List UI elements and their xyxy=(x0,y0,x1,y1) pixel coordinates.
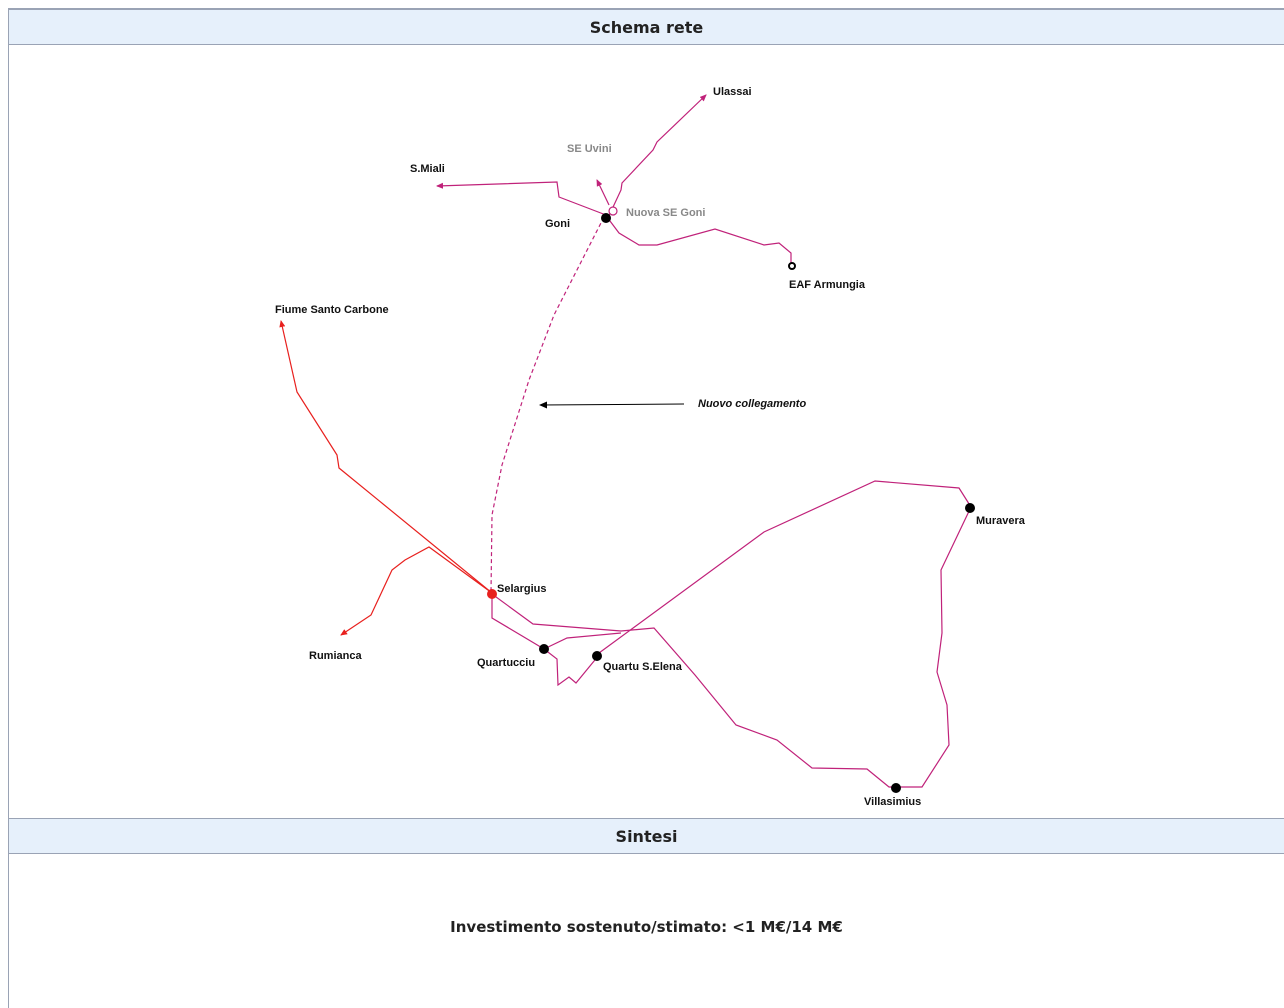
line-goni-se-uvini xyxy=(596,179,610,206)
line-muravera-loop xyxy=(598,480,972,654)
label-muravera: Muravera xyxy=(976,515,1026,527)
label-se-uvini: SE Uvini xyxy=(567,143,612,155)
node-muravera xyxy=(965,503,975,513)
line-selargius-quartucciu xyxy=(491,594,545,650)
label-nuovo-collegamento: Nuovo collegamento xyxy=(698,398,806,410)
node-selargius xyxy=(487,589,497,599)
node-quartucciu xyxy=(539,644,549,654)
label-quartucciu: Quartucciu xyxy=(477,657,535,669)
summary-text: Investimento sostenuto/stimato: <1 M€/14… xyxy=(450,917,843,936)
label-eaf-armungia: EAF Armungia xyxy=(789,279,866,291)
label-villasimius: Villasimius xyxy=(864,796,921,808)
label-quartu-s-elena: Quartu S.Elena xyxy=(603,661,683,673)
network-diagram: Ulassai SE Uvini S.Miali Nuova SE Goni G… xyxy=(9,45,1284,818)
node-villasimius xyxy=(891,783,901,793)
node-goni xyxy=(601,213,611,223)
node-nuova-se-goni xyxy=(608,206,618,216)
label-rumianca: Rumianca xyxy=(309,650,362,662)
label-ulassai: Ulassai xyxy=(713,86,752,98)
nuovo-collegamento-arrow xyxy=(539,401,685,409)
label-goni: Goni xyxy=(545,218,570,230)
node-eaf-armungia xyxy=(788,262,796,270)
label-selargius: Selargius xyxy=(497,583,547,595)
line-selargius-fiume-santo xyxy=(279,320,493,594)
label-nuova-se-goni: Nuova SE Goni xyxy=(626,207,705,219)
line-selargius-rumianca xyxy=(340,546,493,636)
node-quartu-s-elena xyxy=(592,651,602,661)
line-goni-eaf-armungia xyxy=(606,216,792,265)
line-nuovo-collegamento xyxy=(490,216,605,594)
line-quartucciu-quartu xyxy=(543,648,600,687)
line-goni-s-miali xyxy=(436,181,607,216)
page-frame xyxy=(8,8,1284,1008)
section-header-sintesi: Sintesi xyxy=(9,818,1284,854)
line-selargius-villasimius xyxy=(491,506,972,788)
line-quartucciu-east xyxy=(543,632,622,650)
line-goni-ulassai xyxy=(606,94,707,221)
label-s-miali: S.Miali xyxy=(410,163,445,175)
section-header-schema-rete: Schema rete xyxy=(9,9,1284,45)
label-fiume-santo-carbone: Fiume Santo Carbone xyxy=(275,304,389,316)
